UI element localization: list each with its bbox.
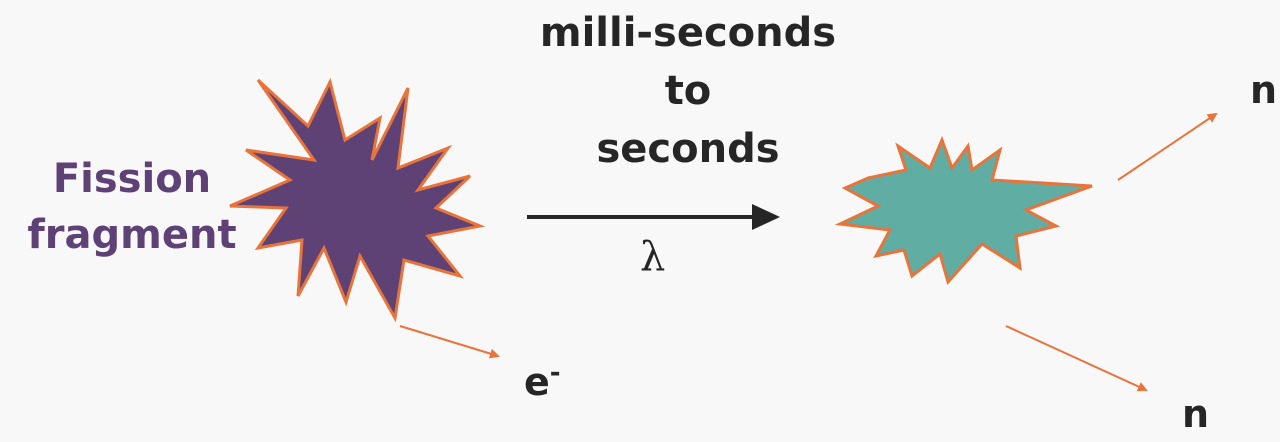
neutron-arrow-top [1117,112,1218,181]
electron-label: e- [524,358,561,404]
timescale-line-2: to [664,68,712,114]
neutron-arrow-bottom [1005,325,1148,392]
electron-arrow [399,325,500,359]
neutron-label-top: n [1250,68,1278,112]
neutron-label-bottom: n [1182,392,1210,436]
precursor-nucleus-burst-icon [834,135,1093,286]
decay-constant-label: λ [640,234,666,280]
fission-fragment-label-line-1: Fission [52,156,212,202]
timescale-line-3: seconds [596,126,780,172]
fission-fragment-label-line-2: fragment [27,212,237,258]
fission-fragment-burst-icon [229,77,486,323]
timescale-line-1: milli-seconds [539,10,837,56]
decay-arrow [527,204,780,230]
electron-charge: - [549,358,561,388]
